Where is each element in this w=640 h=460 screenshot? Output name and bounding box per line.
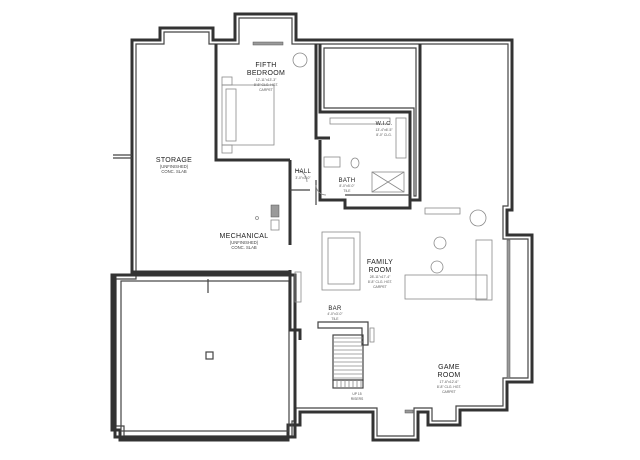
game-room-name-line2: ROOM [438, 372, 461, 379]
mechanical-name: MECHANICAL [220, 233, 269, 240]
stairs-label-line1: UP 15 [352, 392, 361, 396]
family-room-furniture [294, 207, 493, 303]
stairs-label-line2: RISERS [351, 397, 364, 401]
chair [469, 209, 487, 227]
sectional-sofa [404, 274, 488, 300]
storage-floor: CONC. SLAB [161, 169, 187, 174]
bed [221, 84, 275, 146]
bar-name: BAR [328, 306, 342, 312]
exterior-walls [110, 12, 534, 442]
bath-dims: 8'-0"x5'-0" [339, 184, 355, 188]
bar-counter [317, 321, 375, 346]
fifth-bedroom-ceiling: 8'-8" CLG. HGT. [254, 83, 278, 87]
fifth-bedroom-dims: 12'-11"x13'-3" [256, 78, 277, 82]
game-room-ceiling: 8'-8" CLG. HGT. [437, 385, 461, 389]
hall-doors [294, 169, 327, 196]
bedroom-furniture [221, 41, 308, 154]
shower [371, 171, 405, 193]
family-room-name-line1: FAMILY [367, 259, 393, 266]
family-room-ceiling: 8'-8" CLG. HGT. [368, 280, 392, 284]
wic-name: W.I.C. [376, 121, 393, 127]
window [252, 41, 284, 46]
mechanical-status: (UNFINISHED) [230, 240, 259, 245]
toilet [350, 157, 360, 169]
stair-landing [332, 379, 364, 389]
wic-ceiling: 8'-0" CLG. [376, 133, 392, 137]
tv-console [424, 207, 461, 215]
bath-name: BATH [339, 178, 356, 184]
hall-dims: 3'-0"x3'-0" [295, 176, 311, 180]
fifth-bedroom-floor: CARPET [259, 88, 273, 92]
storage-status: (UNFINISHED) [160, 164, 189, 169]
bath-fixtures [323, 117, 407, 193]
family-room-dims: 28'-11"x17'-4" [370, 275, 391, 279]
bath-floor: TILE [343, 189, 351, 193]
nightstand [221, 76, 233, 86]
bar-floor: TILE [331, 317, 339, 321]
furnace [270, 219, 280, 231]
chair [292, 52, 308, 68]
pool-table [321, 231, 361, 291]
storage-name: STORAGE [156, 157, 192, 164]
water-heater [270, 204, 280, 218]
bar-dims: 4'-0"x3'-0" [327, 312, 343, 316]
fifth-bedroom-name-line2: BEDROOM [247, 70, 285, 77]
hall-name: HALL [295, 169, 312, 175]
family-room-name-line2: ROOM [369, 267, 392, 274]
fifth-bedroom-name-line1: FIFTH [255, 62, 276, 69]
chair [433, 236, 447, 250]
lower-left-slab [113, 273, 297, 439]
game-room-dims: 17'-6"x12'-6" [440, 380, 460, 384]
wic-dims: 13'-4"x6'-5" [375, 128, 393, 132]
room-labels: FIFTH BEDROOM 12'-11"x13'-3" 8'-8" CLG. … [156, 62, 461, 401]
game-room-floor: CARPET [442, 390, 456, 394]
staircase [332, 334, 364, 389]
interior-walls [132, 44, 422, 340]
east-bay-window [404, 239, 511, 414]
family-room-floor: CARPET [373, 285, 387, 289]
mechanical-floor: CONC. SLAB [231, 245, 257, 250]
wic-shelving [395, 117, 407, 159]
vanity [323, 156, 341, 168]
game-room-name-line1: GAME [438, 364, 460, 371]
column-post [205, 351, 214, 360]
mechanical-equipment [255, 204, 280, 231]
